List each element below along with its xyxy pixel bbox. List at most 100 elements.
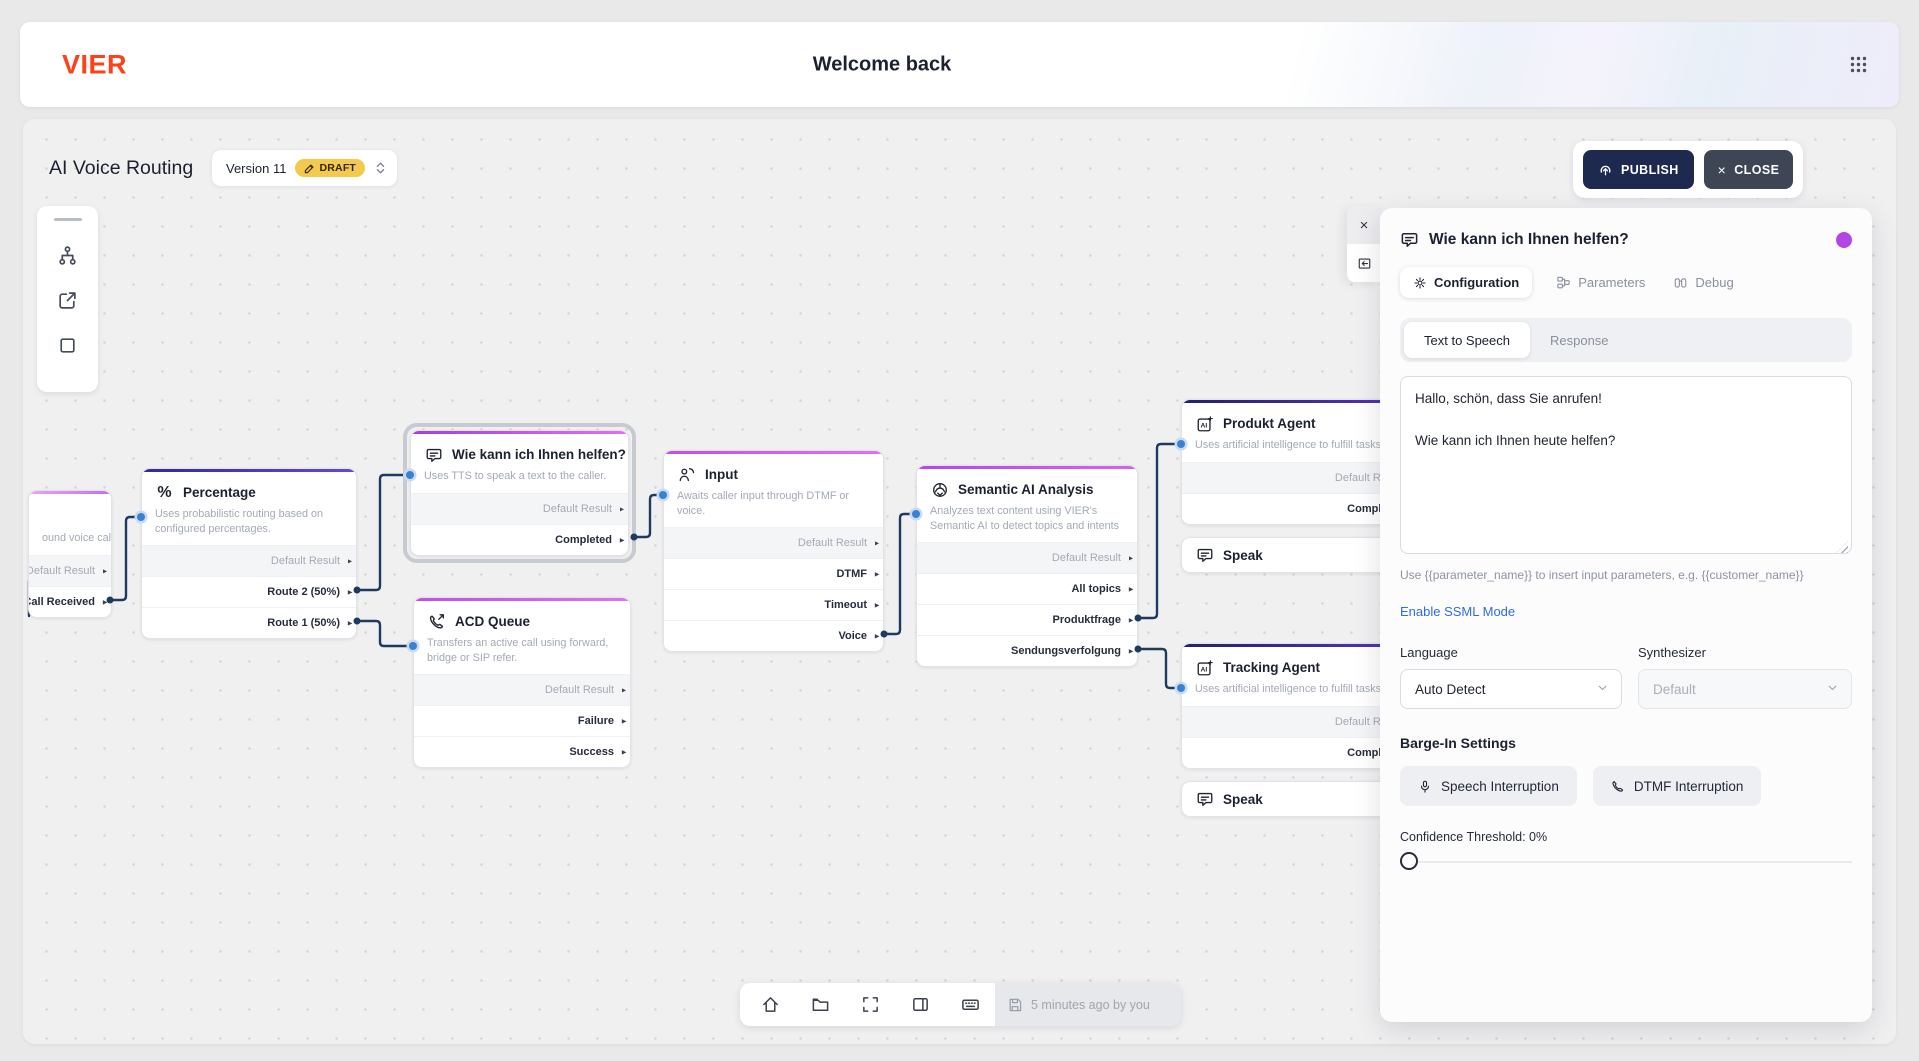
export-node-button[interactable]	[49, 281, 87, 319]
vier-logo: VIER	[62, 49, 128, 79]
row-arrow-icon: ▸	[102, 566, 107, 576]
apps-grid-icon	[1850, 56, 1866, 73]
node-acd-queue[interactable]: ACD Queue Transfers an active call using…	[413, 597, 631, 769]
top-header: VIER Welcome back	[20, 22, 1899, 107]
enable-ssml-link[interactable]: Enable SSML Mode	[1400, 604, 1516, 619]
close-button[interactable]: × CLOSE	[1703, 150, 1794, 189]
parameters-icon	[1557, 276, 1570, 289]
select-area-button[interactable]	[49, 326, 87, 364]
node-result-row[interactable]: Route 1 (50%)▸	[142, 607, 356, 639]
row-arrow-icon: ▸	[347, 618, 352, 628]
node-result-row[interactable]: Call Received▸	[29, 585, 111, 617]
node-title: Semantic AI Analysis	[958, 482, 1094, 497]
node-result-row[interactable]: All topics▸	[917, 573, 1137, 605]
chevron-down-icon	[1826, 681, 1839, 697]
subtab-text-to-speech[interactable]: Text to Speech	[1404, 322, 1530, 358]
home-icon	[762, 997, 778, 1012]
node-result-row[interactable]: Default Result▸	[411, 492, 628, 524]
node-title: Produkt Agent	[1223, 416, 1316, 431]
node-percentage[interactable]: % Percentage Uses probabilistic routing …	[141, 468, 357, 640]
node-result-row[interactable]: Default Result▸	[29, 554, 111, 586]
hierarchy-icon	[59, 245, 76, 265]
publish-button[interactable]: PUBLISH	[1583, 150, 1694, 189]
row-arrow-icon: ▸	[621, 685, 626, 695]
palette-drag-handle[interactable]	[53, 218, 82, 221]
node-color-indicator[interactable]	[1836, 231, 1852, 248]
folder-button[interactable]	[795, 983, 845, 1026]
node-description: Uses artificial intelligence to fulfill …	[1195, 683, 1382, 695]
fit-view-button[interactable]	[845, 983, 895, 1026]
node-result-row[interactable]: Completed▸	[411, 523, 628, 555]
panel-collapse-button[interactable]	[1347, 244, 1381, 282]
tts-text-input[interactable]: Hallo, schön, dass Sie anrufen! Wie kann…	[1400, 376, 1852, 554]
dtmf-interruption-button[interactable]: DTMF Interruption	[1592, 766, 1762, 806]
slider-knob[interactable]	[1400, 852, 1418, 870]
canvas-tool-palette	[37, 206, 98, 392]
row-arrow-icon: ▸	[619, 535, 624, 545]
tab-configuration[interactable]: Configuration	[1400, 267, 1533, 298]
version-selector[interactable]: Version 11 DRAFT	[211, 149, 399, 187]
tab-parameters[interactable]: Parameters	[1552, 267, 1649, 298]
page-title: Welcome back	[812, 53, 952, 75]
row-arrow-icon: ▸	[619, 504, 624, 514]
publish-close-island: PUBLISH × CLOSE	[1573, 141, 1804, 198]
node-result-row[interactable]: Default Result▸	[142, 545, 356, 577]
row-arrow-icon: ▸	[874, 600, 879, 610]
publish-upload-icon	[1600, 165, 1611, 176]
row-arrow-icon: ▸	[347, 556, 352, 566]
speech-bubble-icon	[1195, 546, 1214, 565]
node-title: Tracking Agent	[1223, 660, 1321, 675]
phone-forward-icon	[427, 612, 446, 631]
node-result-row[interactable]: Voice▸	[664, 620, 883, 652]
panel-mini-controls: ×	[1347, 206, 1381, 282]
node-accent	[917, 466, 1137, 469]
home-button[interactable]	[745, 983, 795, 1026]
semantic-ai-icon	[930, 480, 949, 499]
panel-close-button[interactable]: ×	[1347, 206, 1381, 244]
gear-icon	[1414, 276, 1426, 289]
node-inbound-call[interactable]: ound voice calls Default Result▸ Call Re…	[28, 490, 112, 618]
language-select[interactable]: Auto Detect	[1400, 669, 1622, 709]
auto-layout-button[interactable]	[49, 236, 87, 274]
microphone-icon	[1420, 780, 1430, 793]
apps-grid-button[interactable]	[1843, 50, 1873, 80]
node-result-row[interactable]: Sendungsverfolgung▸	[917, 635, 1137, 667]
slider-track[interactable]	[1400, 861, 1852, 863]
node-description: Transfers an active call using forward, …	[427, 637, 609, 664]
node-input[interactable]: Input Awaits caller input through DTMF o…	[663, 450, 884, 653]
node-tts-wie-kann-ich-ihnen-helfen[interactable]: Wie kann ich Ihnen helfen? Uses TTS to s…	[410, 430, 629, 556]
tab-debug[interactable]: Debug	[1669, 267, 1737, 298]
pencil-icon	[305, 163, 314, 173]
close-icon: ×	[1717, 161, 1727, 178]
node-result-row[interactable]: Success▸	[414, 736, 630, 768]
canvas-bottom-toolbar: 5 minutes ago by you	[740, 983, 1181, 1026]
node-result-row[interactable]: Default Result▸	[917, 542, 1137, 574]
node-result-row[interactable]: DTMF▸	[664, 558, 883, 590]
node-description: Analyzes text content using VIER's Seman…	[930, 505, 1120, 532]
node-result-row[interactable]: Default Result▸	[664, 527, 883, 559]
speech-interruption-button[interactable]: Speech Interruption	[1400, 766, 1577, 806]
row-arrow-icon: ▸	[874, 538, 879, 548]
node-title: ACD Queue	[455, 614, 531, 629]
node-accent	[411, 430, 628, 434]
node-result-row[interactable]: Produktfrage▸	[917, 604, 1137, 636]
panel-toggle-button[interactable]	[895, 983, 945, 1026]
row-arrow-icon: ▸	[621, 716, 626, 726]
node-description: Uses artificial intelligence to fulfill …	[1195, 439, 1382, 451]
row-arrow-icon: ▸	[874, 569, 879, 579]
node-result-row[interactable]: Timeout▸	[664, 589, 883, 621]
keyboard-shortcuts-button[interactable]	[945, 983, 995, 1026]
synthesizer-select[interactable]: Default	[1638, 669, 1852, 709]
node-result-row[interactable]: Default Result▸	[414, 674, 630, 706]
node-accent	[664, 451, 883, 454]
node-accent	[142, 469, 356, 472]
node-result-row[interactable]: Route 2 (50%)▸	[142, 576, 356, 608]
node-semantic-ai-analysis[interactable]: Semantic AI Analysis Analyzes text conte…	[916, 465, 1138, 668]
subtab-response[interactable]: Response	[1550, 332, 1609, 348]
row-arrow-icon: ▸	[874, 631, 879, 641]
phone-icon	[1612, 780, 1623, 792]
node-result-row[interactable]: Failure▸	[414, 705, 630, 737]
wire-voice-semantic	[882, 512, 916, 636]
node-accent	[1182, 399, 1420, 403]
